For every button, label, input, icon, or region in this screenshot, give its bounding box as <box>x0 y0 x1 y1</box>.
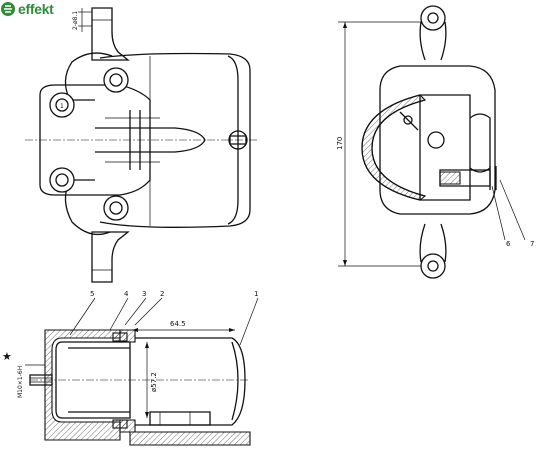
callout-5: 5 <box>90 290 94 298</box>
thread-label: M10×1-6H <box>17 366 24 398</box>
callout-2: 2 <box>160 290 164 298</box>
brand-logo: effekt <box>0 0 54 18</box>
callout-7: 7 <box>530 240 534 248</box>
bleed-hole-dimension: 2-ø8.1 <box>72 11 79 30</box>
callout-6: 6 <box>506 240 511 248</box>
callout-1: 1 <box>254 290 258 298</box>
length-dimension: 64.5 <box>170 320 186 328</box>
callout-3: 3 <box>142 290 146 298</box>
side-view: 170 6 7 <box>336 5 534 279</box>
top-view: 2-ø8.1 1 <box>25 7 258 283</box>
callout-4: 4 <box>124 290 129 298</box>
height-dimension: 170 <box>336 137 344 150</box>
top-view-part-mark: 1 <box>60 103 64 110</box>
brand-name: effekt <box>18 1 54 17</box>
effekt-logo-icon <box>1 2 15 16</box>
piston-diameter: ø57.2 <box>150 372 158 392</box>
section-view: 5 4 3 2 1 64.5 ø57.2 <box>2 290 258 446</box>
star-icon: ★ <box>2 350 12 363</box>
